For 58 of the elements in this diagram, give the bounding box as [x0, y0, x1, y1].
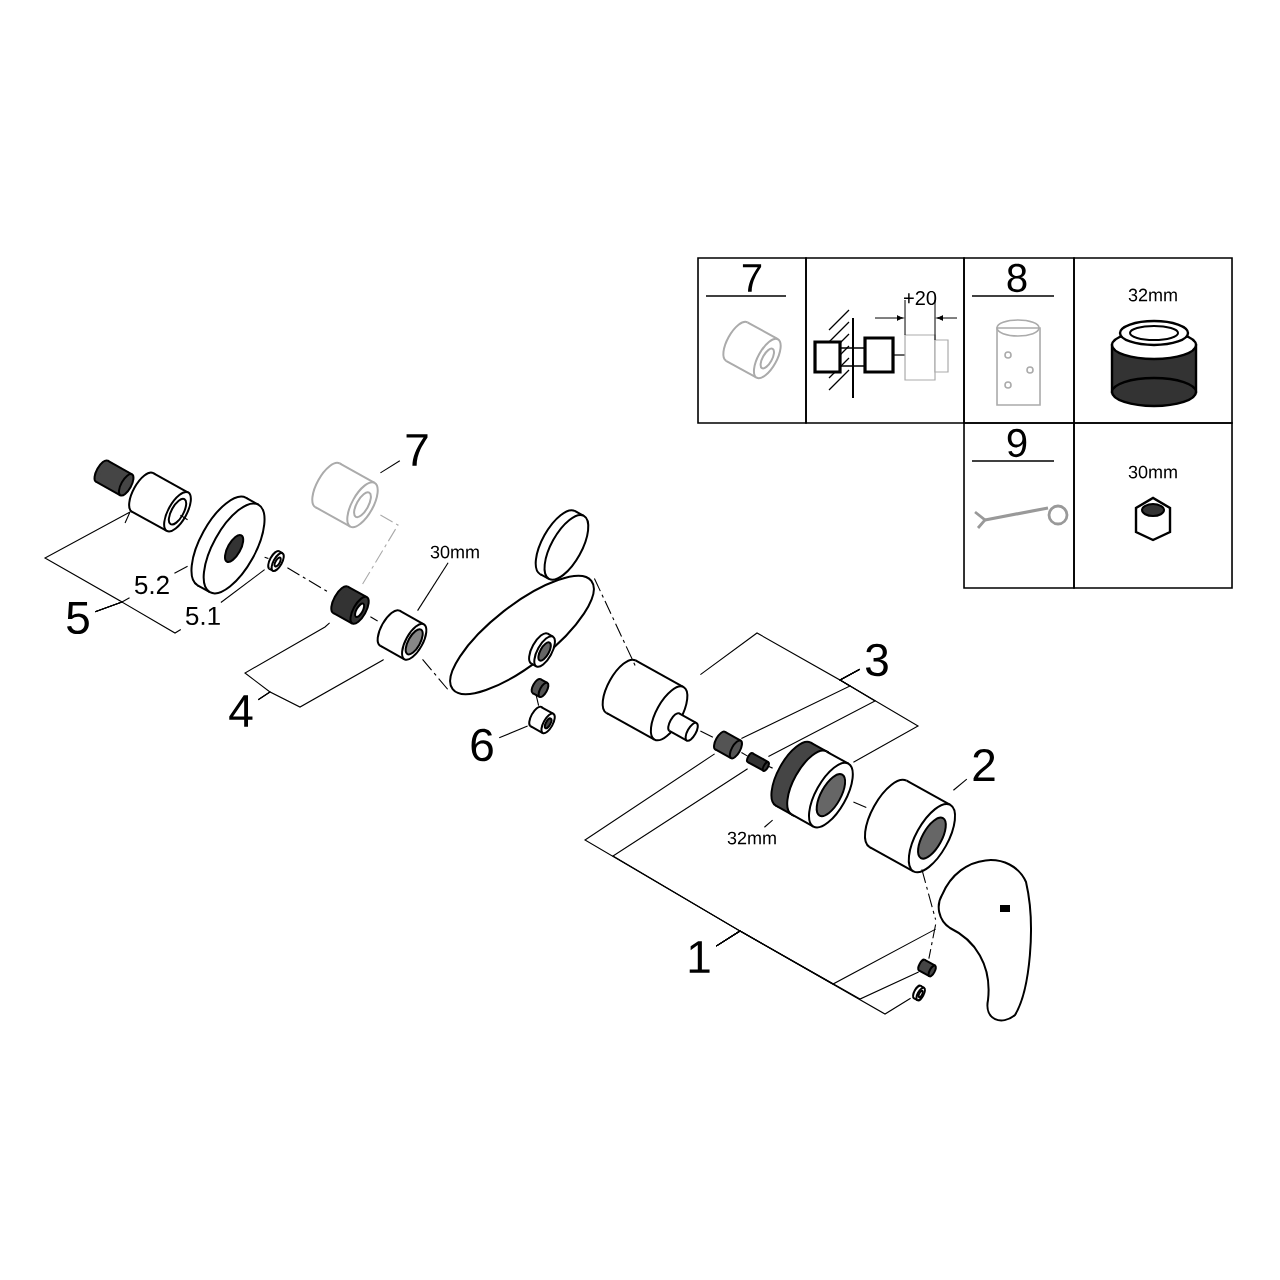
center-line [740, 752, 749, 757]
callout-number: 4 [229, 695, 253, 727]
dimension-label: 32mm [727, 831, 776, 845]
set-screw-drawing [917, 958, 937, 978]
callout-number: 2 [973, 748, 995, 782]
center-line [361, 514, 399, 586]
center-line [928, 923, 937, 960]
center-line [852, 801, 868, 809]
callout-number: 5.1 [185, 606, 220, 626]
center-line [179, 514, 189, 521]
lever-handle-drawing [937, 859, 1032, 1022]
leader-line [838, 668, 920, 763]
plug-drawing [912, 984, 926, 1002]
leader-line [220, 569, 266, 604]
center-line [422, 658, 451, 693]
center-line [699, 730, 716, 739]
table-cell: 7 [697, 257, 807, 424]
leader-line [257, 658, 384, 708]
callout-number: 6 [471, 728, 493, 762]
bonnet-drawing [770, 740, 854, 829]
center-line [921, 868, 937, 921]
table-cell: 8 [963, 257, 1075, 424]
insert-drawing [330, 585, 370, 625]
nut-drawing [376, 609, 428, 661]
leader-line [715, 930, 912, 1015]
center-line [264, 556, 269, 560]
callout-number: 5.2 [134, 575, 169, 595]
extension-drawing [311, 461, 379, 529]
cartridge-drawing [601, 658, 699, 742]
dimension-label: 30mm [430, 545, 479, 559]
leader-line [379, 460, 401, 474]
table-cell: 32mm [1073, 257, 1233, 424]
escutcheon-drawing [190, 495, 266, 595]
leader-line [763, 819, 774, 828]
leader-line [94, 601, 182, 634]
leader-line [417, 562, 449, 612]
nut-drawing [528, 705, 556, 735]
connector-drawing [93, 459, 192, 533]
callout-number: 3 [865, 643, 888, 677]
center-line [286, 567, 331, 594]
callout-number: 5 [67, 601, 89, 635]
center-line [369, 616, 379, 622]
table-cell: +20 [805, 257, 965, 424]
screw-drawing [746, 752, 770, 772]
callout-number: 7 [406, 434, 428, 466]
leader-line [498, 725, 529, 739]
leader-line [952, 778, 968, 791]
callout-number: 1 [689, 941, 710, 973]
mixer-body-drawing [449, 574, 595, 699]
table-cell: 30mm [1073, 422, 1233, 589]
leader-line [173, 565, 189, 574]
center-line [593, 577, 637, 669]
washer-drawing [267, 550, 285, 572]
center-line [767, 765, 774, 769]
sleeve-drawing [863, 778, 957, 874]
table-cell: 9 [963, 422, 1075, 589]
adapter-drawing [713, 730, 743, 760]
center-line [535, 693, 540, 707]
